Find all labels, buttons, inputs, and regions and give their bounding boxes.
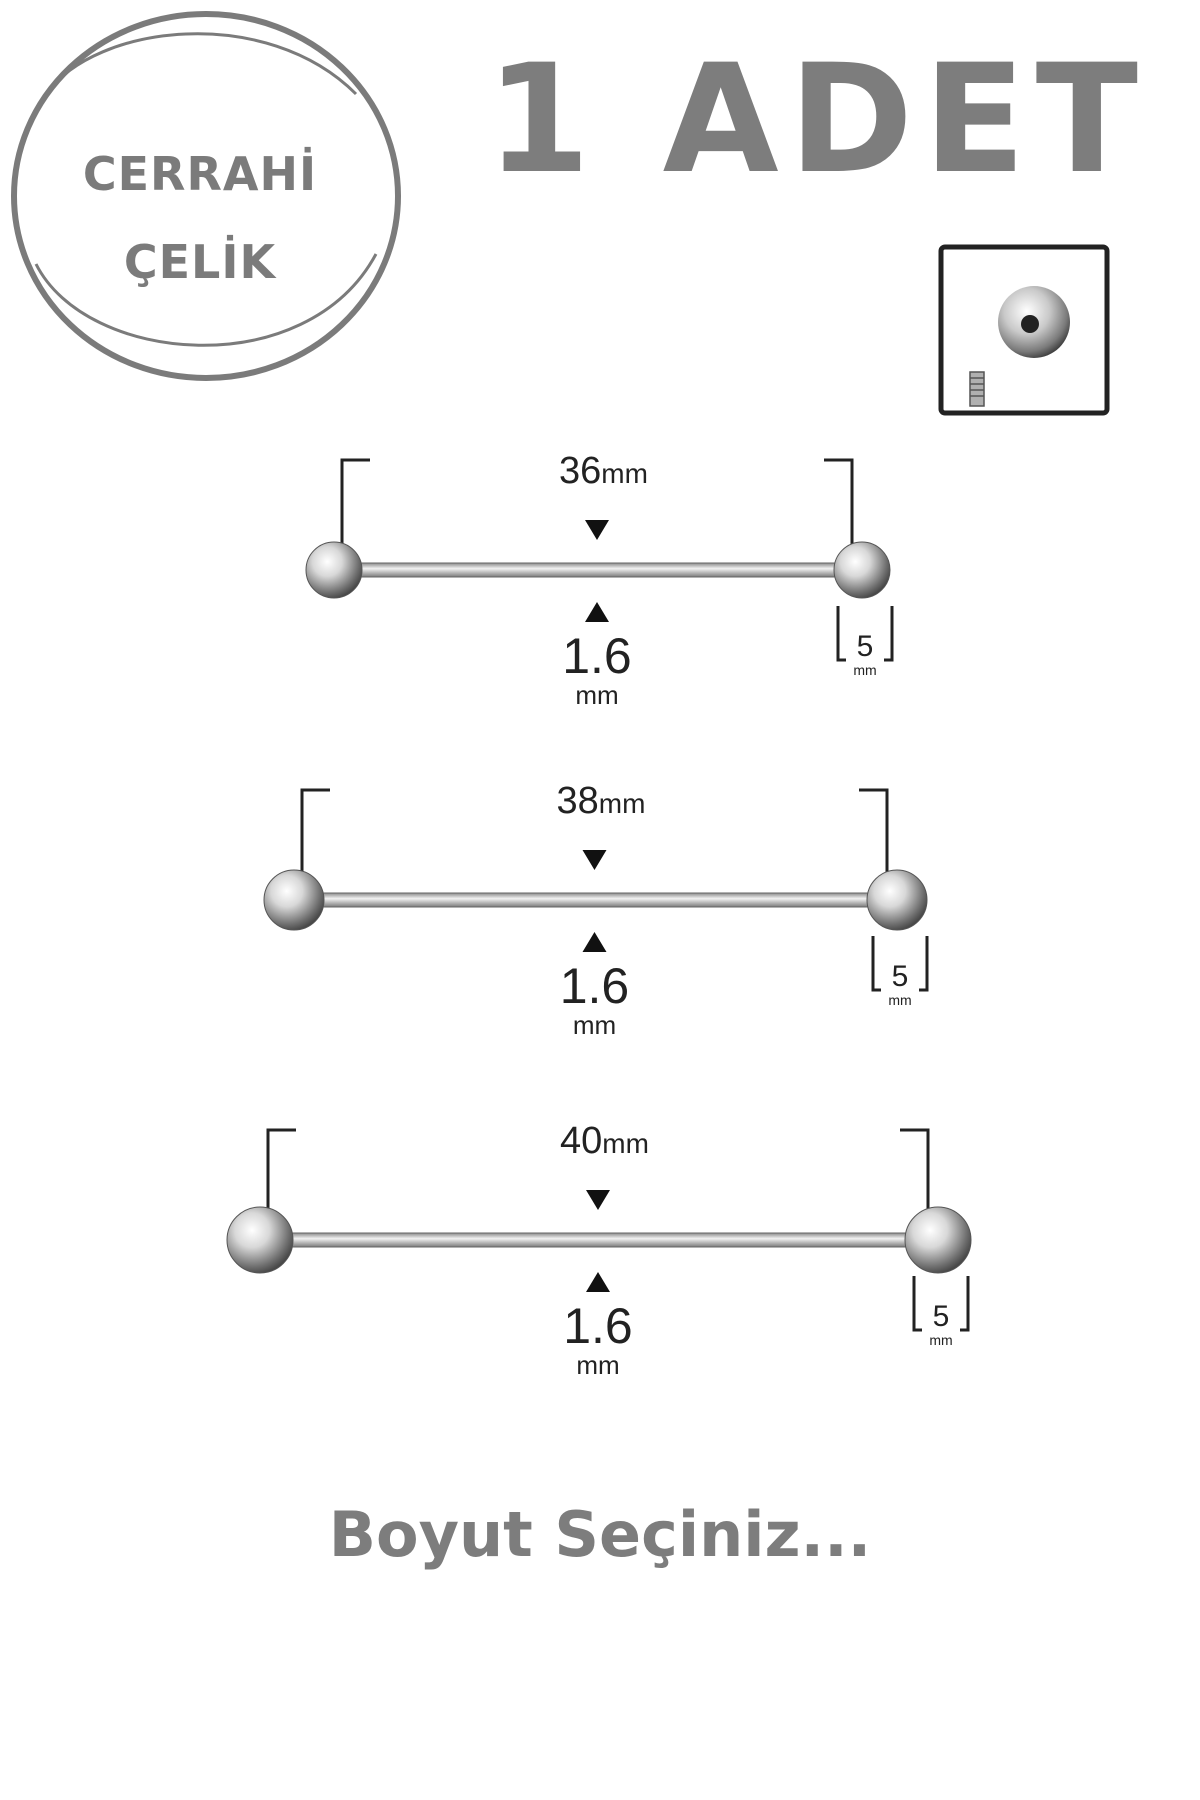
ball-and-screw-icon: [938, 244, 1110, 416]
barbell-rod: [341, 562, 853, 578]
length-label: 36mm: [559, 450, 648, 493]
barbell-rod: [267, 1232, 929, 1248]
gauge-unit: mm: [576, 1350, 620, 1380]
arrow-up-icon: [585, 602, 609, 622]
barbell-diagram: [263, 788, 929, 992]
arrow-down-icon: [582, 850, 607, 870]
gauge-unit: mm: [572, 1010, 617, 1040]
length-label: 38mm: [557, 780, 646, 823]
length-unit: mm: [602, 1128, 649, 1159]
length-value: 38: [556, 780, 599, 822]
ball-size-value: 5: [891, 960, 909, 993]
barbell-ball-left: [263, 869, 325, 931]
ball-bracket-right: [884, 606, 894, 662]
ball-size-value: 5: [932, 1300, 950, 1333]
arrow-down-icon: [585, 520, 609, 540]
barbell-ball-left: [305, 541, 363, 599]
arrow-down-icon: [586, 1190, 610, 1210]
quantity-headline: 1 ADET: [486, 33, 1148, 207]
length-bracket-right: [824, 458, 854, 564]
gauge-value: 1.6: [563, 1298, 633, 1354]
badge-line-2: ÇELİK: [123, 235, 277, 289]
ball-bracket-right: [919, 936, 929, 992]
length-bracket-left: [266, 1128, 296, 1234]
barbell-ball-left: [226, 1206, 294, 1274]
ball-bracket-right: [960, 1276, 970, 1332]
length-bracket-left: [300, 788, 330, 894]
ball-bracket-left: [836, 606, 846, 662]
length-bracket-right: [900, 1128, 930, 1234]
size-select-prompt: Boyut Seçiniz...: [328, 1498, 872, 1571]
ball-bracket-left: [912, 1276, 922, 1332]
length-value: 40: [560, 1120, 603, 1162]
length-bracket-right: [859, 788, 889, 894]
barbell-diagram: [305, 458, 894, 662]
barbell-ball-right: [904, 1206, 972, 1274]
arrow-up-icon: [582, 932, 607, 952]
ball-size-unit: mm: [888, 992, 912, 1008]
ball-size-value: 5: [856, 630, 874, 663]
ball-size-unit: mm: [853, 662, 877, 678]
barbell-ball-right: [866, 869, 928, 931]
length-unit: mm: [601, 458, 648, 489]
gauge-unit: mm: [575, 680, 619, 710]
ball-size-unit: mm: [929, 1332, 953, 1348]
ball-bracket-left: [871, 936, 881, 992]
gauge-value: 1.6: [559, 958, 630, 1014]
badge-circle-icon: [11, 11, 401, 381]
badge-text: CERRAHİ ÇELİK: [40, 130, 360, 306]
length-unit: mm: [598, 788, 646, 819]
length-value: 36: [559, 450, 602, 492]
barbell-diagram: [226, 1128, 972, 1332]
gauge-value: 1.6: [562, 628, 632, 684]
barbell-rod: [301, 892, 888, 908]
barbell-ball-right: [833, 541, 891, 599]
arrow-up-icon: [586, 1272, 610, 1292]
badge-line-1: CERRAHİ: [82, 147, 318, 201]
length-label: 40mm: [560, 1120, 649, 1163]
length-bracket-left: [340, 458, 370, 564]
